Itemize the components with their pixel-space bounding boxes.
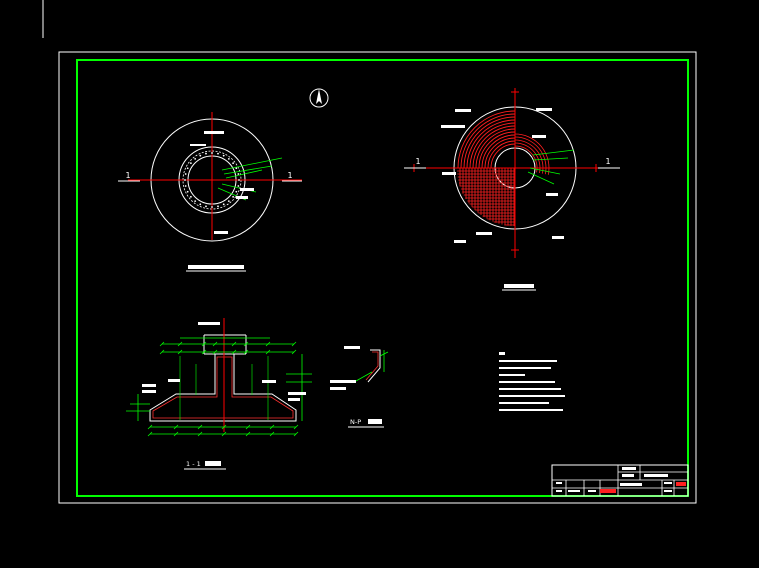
- rebar-arc-pattern: [457, 110, 550, 175]
- title-block: [551, 464, 689, 497]
- detail-title: N-P: [350, 418, 361, 426]
- section-foundation-outline: [149, 353, 297, 422]
- plan-left-section-mark-left: 1: [125, 171, 130, 180]
- north-arrow-icon: [309, 88, 329, 108]
- section-view: 1 - 1: [126, 318, 312, 470]
- drawing-border: [76, 59, 689, 497]
- plan-left: 1 1: [118, 112, 302, 272]
- sheet-frame: [58, 51, 697, 504]
- plan-left-rebar-dots: [184, 152, 240, 208]
- plan-left-section-mark-right: 1: [287, 171, 292, 180]
- section-dimension-ticks: [147, 341, 299, 437]
- plan-left-title: [188, 265, 244, 269]
- notes-block: [499, 352, 565, 411]
- section-title: 1 - 1: [186, 460, 201, 468]
- detail-view: N-P: [330, 346, 389, 428]
- plan-right: 1 1: [404, 88, 620, 291]
- plan-right-section-mark-left: 1: [415, 157, 420, 166]
- plan-right-title: [504, 284, 534, 288]
- plan-right-section-mark-right: 1: [605, 157, 610, 166]
- rebar-hatch-pattern: [457, 167, 515, 226]
